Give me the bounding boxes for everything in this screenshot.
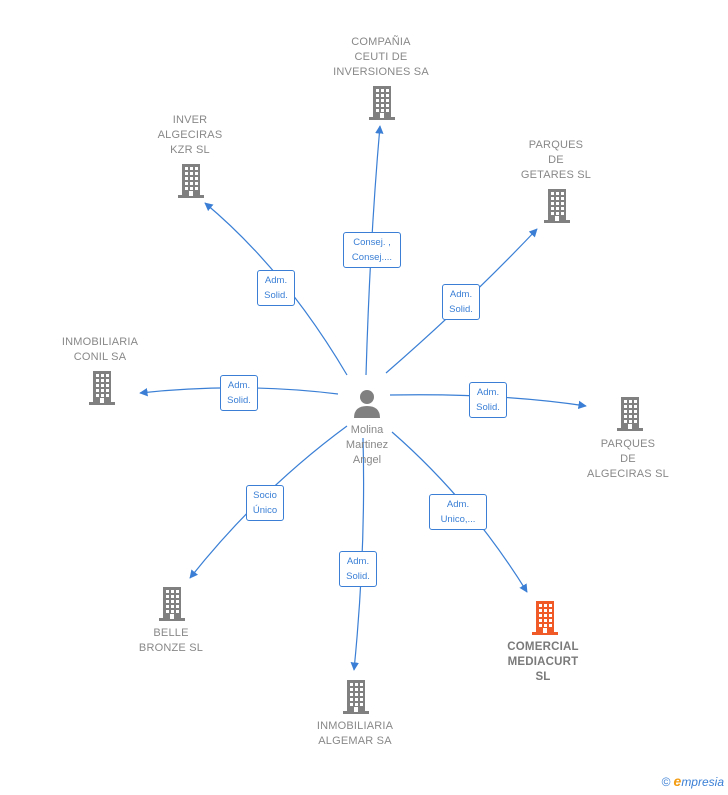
relation-badge-parques-algeciras[interactable]: Adm. Solid. — [469, 382, 507, 418]
relation-badge-comercial-mediacurt[interactable]: Adm. Unico,... — [429, 494, 487, 530]
company-label-inmobiliaria-conil[interactable]: INMOBILIARIA CONIL SA — [20, 335, 180, 365]
company-label-line: INVER — [172, 114, 208, 126]
company-label-line: INVERSIONES SA — [333, 66, 429, 78]
relation-badge-inmobiliaria-conil[interactable]: Adm. Solid. — [220, 375, 258, 411]
company-label-line: INMOBILIARIA — [316, 720, 394, 732]
relation-text: Adm. — [449, 289, 473, 300]
relation-text: Solid. — [227, 395, 251, 406]
company-label-line: INMOBILIARIA — [61, 336, 139, 348]
building-icon[interactable] — [156, 586, 188, 627]
building-shape — [159, 587, 185, 621]
company-label-line: DE — [620, 453, 636, 465]
brand-name: mpresia — [681, 775, 724, 789]
relation-text: Solid. — [449, 304, 473, 315]
company-label-line: GETARES SL — [520, 169, 592, 181]
person-label-line: Angel — [352, 454, 382, 466]
company-label-line: BELLE — [153, 627, 189, 639]
person-icon[interactable] — [351, 387, 383, 424]
company-label-compania-ceuti[interactable]: COMPAÑIA CEUTI DE INVERSIONES SA — [301, 35, 461, 80]
relation-text: Unico,... — [440, 514, 476, 525]
relation-text: Adm. — [446, 499, 470, 510]
company-label-line: ALGECIRAS SL — [587, 468, 669, 480]
footer-credit: ©empresia — [662, 773, 724, 789]
company-label-line: ALGECIRAS — [157, 129, 223, 141]
company-label-line: KZR SL — [170, 144, 210, 156]
relation-text: Solid. — [476, 402, 500, 413]
company-label-line: SL — [535, 671, 551, 683]
building-icon[interactable] — [614, 396, 646, 437]
company-label-line: COMPAÑIA — [351, 36, 411, 48]
company-label-line: PARQUES — [600, 438, 656, 450]
building-icon[interactable] — [175, 163, 207, 204]
company-label-line: PARQUES — [528, 139, 584, 151]
person-label-line: Martinez — [345, 439, 389, 451]
person-label-line: Molina — [350, 424, 384, 436]
relation-badge-compania-ceuti[interactable]: Consej. , Consej.... — [343, 232, 401, 268]
relation-text: Solid. — [346, 571, 370, 582]
company-label-line: CEUTI DE — [354, 51, 408, 63]
relation-text: Adm. — [227, 380, 251, 391]
relation-text: Adm. — [264, 275, 288, 286]
building-shape — [617, 397, 643, 431]
company-label-line: MEDIACURT — [507, 656, 579, 668]
company-label-parques-algeciras[interactable]: PARQUES DE ALGECIRAS SL — [548, 437, 708, 482]
company-label-inver-algeciras[interactable]: INVER ALGECIRAS KZR SL — [110, 113, 270, 158]
building-shape — [89, 371, 115, 405]
building-shape — [544, 189, 570, 223]
relation-badge-parques-getares[interactable]: Adm. Solid. — [442, 284, 480, 320]
relation-text: Único — [252, 505, 278, 516]
relation-text: Solid. — [264, 290, 288, 301]
building-icon[interactable] — [529, 600, 561, 641]
building-icon[interactable] — [541, 188, 573, 229]
company-label-belle-bronze[interactable]: BELLE BRONZE SL — [91, 626, 251, 656]
relation-text: Consej. , — [353, 237, 391, 248]
brand-initial: e — [673, 773, 682, 789]
building-shape — [369, 86, 395, 120]
building-icon[interactable] — [86, 370, 118, 411]
company-label-line: BRONZE SL — [138, 642, 204, 654]
relation-badge-inver-algeciras[interactable]: Adm. Solid. — [257, 270, 295, 306]
building-shape — [178, 164, 204, 198]
company-label-comercial-mediacurt[interactable]: COMERCIAL MEDIACURT SL — [463, 640, 623, 685]
building-icon[interactable] — [366, 85, 398, 126]
company-label-line: DE — [548, 154, 564, 166]
building-icon[interactable] — [340, 679, 372, 720]
company-label-line: ALGEMAR SA — [318, 735, 392, 747]
company-label-line: CONIL SA — [73, 351, 127, 363]
relation-badge-inmobiliaria-algemar[interactable]: Adm. Solid. — [339, 551, 377, 587]
copyright-symbol: © — [661, 775, 671, 789]
building-shape — [343, 680, 369, 714]
relation-text: Adm. — [346, 556, 370, 567]
company-label-parques-getares[interactable]: PARQUES DE GETARES SL — [476, 138, 636, 183]
person-shape — [354, 390, 380, 418]
company-label-inmobiliaria-algemar[interactable]: INMOBILIARIA ALGEMAR SA — [275, 719, 435, 749]
building-shape — [532, 601, 558, 635]
company-label-line: COMERCIAL — [507, 641, 579, 653]
relation-text: Consej.... — [351, 252, 393, 263]
relation-text: Socio — [253, 490, 277, 501]
relation-text: Adm. — [476, 387, 500, 398]
